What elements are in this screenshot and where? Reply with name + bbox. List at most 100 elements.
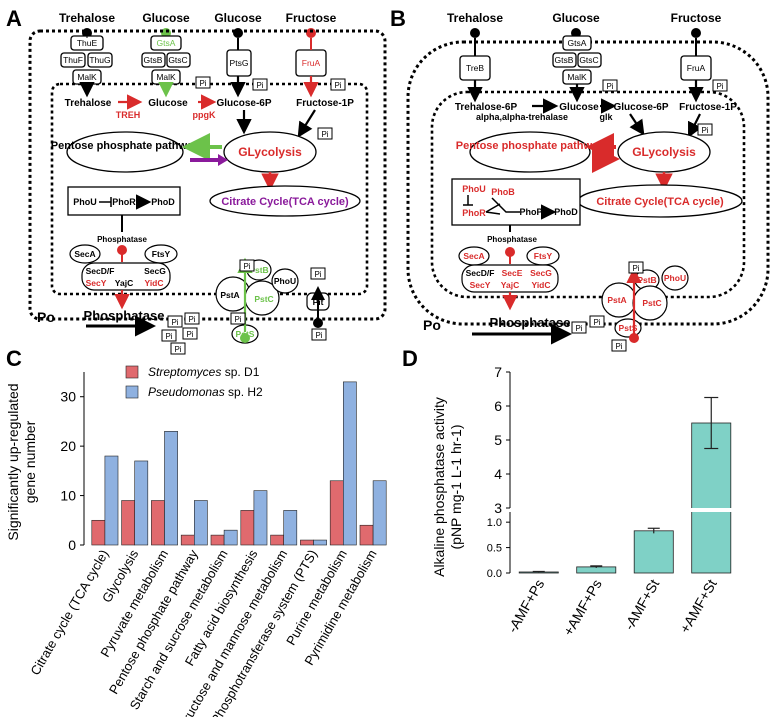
pi-tag (195, 76, 211, 89)
chart-c-ytick-label: 0 (68, 537, 76, 553)
transporter-box (60, 52, 86, 68)
phosphatase-small: Phosphatase (487, 235, 537, 244)
chart-c-xtick-label: Citrate cycle (TCA cycle) (27, 547, 111, 678)
chart-d-ytick-label: 7 (494, 364, 502, 380)
chart-d-ylabel: Alkaline phosphatase activity(pNP mg-1 L… (431, 397, 464, 577)
bar-streptomyces (210, 534, 225, 546)
bar-pseudomonas (342, 381, 357, 546)
pho-label: PhoP (519, 207, 542, 217)
enzyme-treh: TREH (116, 110, 141, 120)
outer-membrane (28, 29, 387, 321)
bar-pseudomonas (372, 480, 387, 546)
bar-pseudomonas (253, 490, 268, 546)
chart-c-ytick-label: 20 (60, 438, 76, 454)
po-label: Po (37, 309, 55, 325)
sec-label: FtsY (534, 251, 553, 261)
transporter-label: GtsB (555, 55, 574, 65)
pi-label: Pi (716, 82, 723, 91)
pi-label: Pi (256, 81, 263, 90)
pi-tag (252, 78, 268, 91)
metabolite-glucose-6p: Glucose-6P (216, 98, 271, 109)
bar-pseudomonas (104, 455, 119, 546)
pst-label: PstS (619, 323, 638, 333)
pst-label: PstB (249, 265, 268, 275)
chart-c-ytick-label: 10 (60, 488, 76, 504)
pi-label: Pi (321, 130, 328, 139)
sec-label: FtsY (152, 249, 171, 259)
tca-label: Citrate Cycle(TCA cycle) (596, 196, 724, 208)
sec-label: SecD/F (86, 266, 115, 276)
transporter-label: GtsA (568, 38, 587, 48)
pi-label: Pi (615, 342, 622, 351)
bar-streptomyces (359, 524, 374, 546)
chart-d-xtick-label: +AMF+St (676, 576, 719, 635)
pi-label: Pi (199, 79, 206, 88)
pi-label: Pi (334, 81, 341, 90)
panel-d-label: D (402, 346, 418, 371)
sec-label: SecY (470, 280, 491, 290)
pi-label: Pi (165, 332, 172, 341)
pst-node (271, 268, 299, 294)
pho-label: PhoD (151, 197, 175, 207)
pi-label: Pi (606, 82, 613, 91)
chart-d-ytick-label: 4 (494, 466, 502, 482)
pho-box (67, 186, 181, 216)
sec-label: YidC (144, 278, 163, 288)
source-dot (306, 28, 316, 38)
transporter-box (166, 52, 191, 68)
pst-label: PhoU (274, 276, 296, 286)
source-fructose: Fructose (671, 11, 722, 25)
po-label: Po (423, 317, 441, 333)
pi-label: Pi (314, 270, 321, 279)
panel-a-label: A (6, 6, 22, 31)
pi-label: Pi (186, 330, 193, 339)
pst-label: PstC (642, 298, 661, 308)
transporter-label: MalK (156, 72, 176, 82)
pi-tag (330, 78, 346, 91)
chart-d-ytick-label: 5 (494, 432, 502, 448)
enzyme-ppgk: ppgK (193, 110, 216, 120)
tca-node (209, 185, 361, 217)
sec-label: SecA (74, 249, 95, 259)
bar-pseudomonas (194, 500, 208, 546)
panel-c-label: C (6, 346, 22, 371)
pi-label: Pi (174, 345, 181, 354)
axis-break-gap (690, 508, 732, 512)
sec-label: YajC (115, 278, 133, 288)
sec-label: SecD/F (466, 268, 495, 278)
legend-label-pseudomonas: Pseudomonas sp. H2 (148, 385, 263, 399)
legend-swatch-pseudomonas (125, 385, 139, 399)
pi-label: Pi (575, 324, 582, 333)
pst-label: PstC (254, 294, 273, 304)
transporter-label: ThuG (89, 55, 110, 65)
legend-label-streptomyces: Streptomyces sp. D1 (148, 365, 260, 379)
inner-membrane (50, 82, 369, 296)
transporter-label: MalK (77, 72, 97, 82)
pho-label: PhoU (462, 184, 486, 194)
sec-label: YajC (501, 280, 519, 290)
pi-label: Pi (315, 331, 322, 340)
panel-b: B Trehalose Glucose Fructose TreB GtsA G… (390, 6, 770, 352)
sec-label: SecE (502, 268, 523, 278)
enzyme-glk: glk (599, 112, 613, 122)
chart-d-ytick-label: 0.5 (487, 543, 502, 555)
bar-streptomyces (240, 510, 255, 546)
sec-label: SecG (144, 266, 166, 276)
outer-membrane (406, 40, 770, 326)
bar-pseudomonas (164, 431, 178, 546)
bar-streptomyces (270, 534, 285, 546)
pentose-label: Pentose phosphate pathway (456, 140, 605, 152)
source-fructose: Fructose (286, 11, 337, 25)
bar-streptomyces (91, 519, 106, 546)
tca-label: Citrate Cycle(TCA cycle) (221, 196, 349, 208)
panel-c: C Significantly up-regulatedgene number … (5, 346, 387, 717)
source-trehalose: Trehalose (447, 11, 503, 25)
pi-label: Pi (188, 315, 195, 324)
chart-d-ytick-label: 6 (494, 398, 502, 414)
bar-streptomyces (300, 539, 314, 546)
sec-node (69, 244, 101, 264)
sec-label: SecA (463, 251, 484, 261)
pho-label: PhoU (73, 197, 97, 207)
metabolite-trehalose-6p: Trehalose-6P (455, 102, 518, 113)
metabolite-fructose-1p: Fructose-1P (679, 102, 737, 113)
